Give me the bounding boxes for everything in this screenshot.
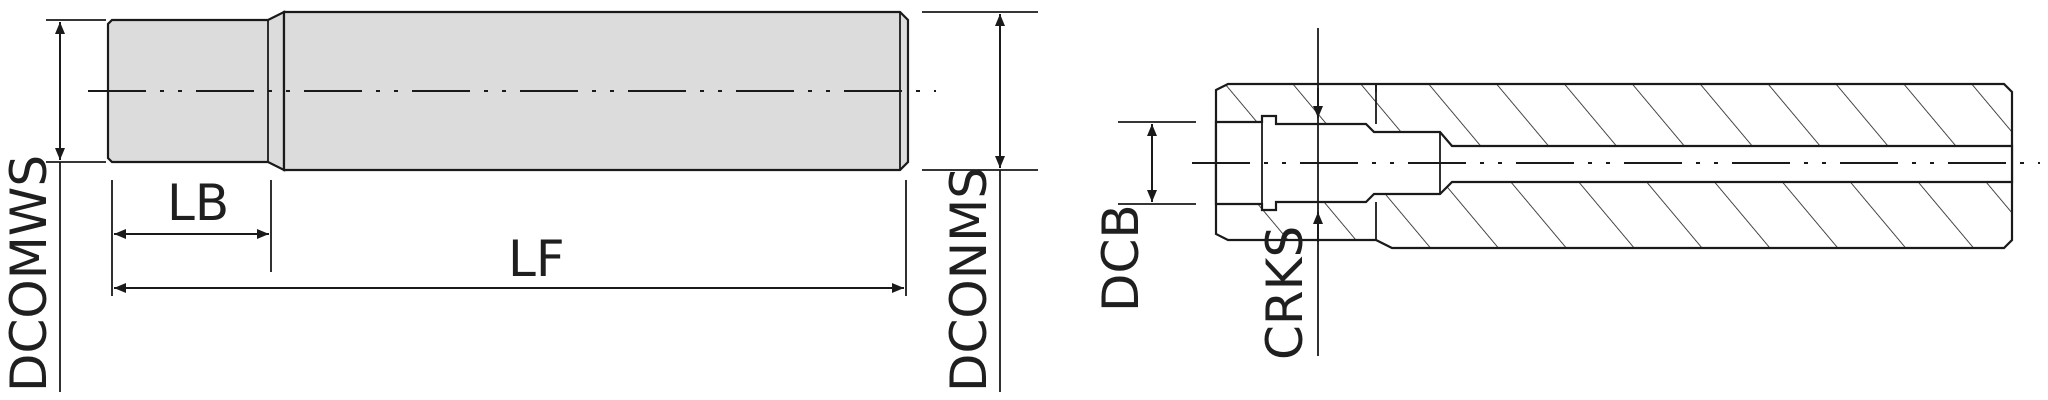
dcb-label: DCB xyxy=(1092,204,1150,312)
lb-label: LB xyxy=(167,174,229,232)
shank-side-view xyxy=(88,10,936,172)
dconms-dimension: DCONMS xyxy=(922,11,1038,392)
dconms-label: DCONMS xyxy=(940,167,998,392)
dcomws-label: DCOMWS xyxy=(0,155,58,392)
lf-dimension: LF xyxy=(114,180,907,296)
section-bore xyxy=(1214,114,2014,212)
dcb-dimension: DCB xyxy=(1092,121,1196,312)
lf-label: LF xyxy=(508,230,565,288)
crks-dimension: CRKS xyxy=(1256,28,1323,360)
sectional-view xyxy=(1192,82,2040,250)
lb-dimension: LB xyxy=(111,174,272,296)
dcomws-dimension: DCOMWS xyxy=(0,19,106,392)
crks-label: CRKS xyxy=(1256,226,1314,360)
